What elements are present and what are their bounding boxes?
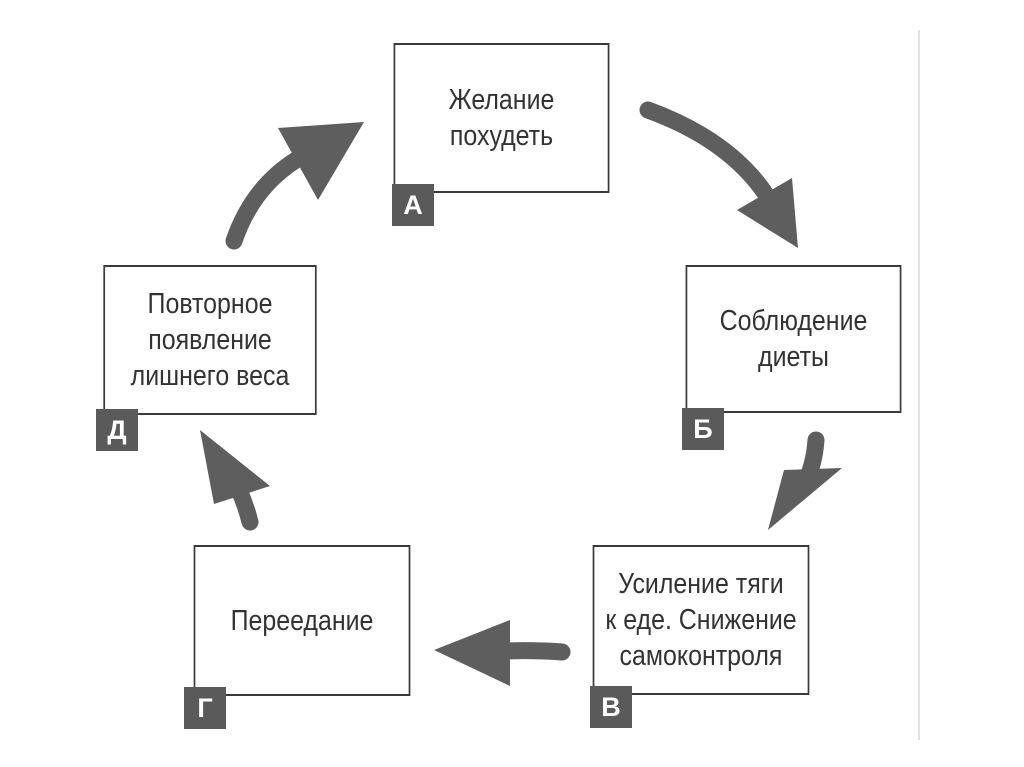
stage-v-label: Усиление тяги к еде. Снижение самоконтро… (605, 568, 797, 672)
stage-box-b: Соблюдение диеты (685, 265, 902, 413)
stage-a-label: Желание похудеть (448, 84, 555, 152)
stage-badge-d: Д (96, 409, 138, 451)
slide-edge-line (918, 30, 920, 740)
arrowhead-b-to-v (768, 468, 842, 530)
stage-badge-a: А (392, 184, 434, 226)
stage-badge-b: Б (682, 408, 724, 450)
arrowhead-a-to-b (737, 178, 798, 248)
stage-badge-g: Г (184, 687, 226, 729)
stage-box-g: Переедание (193, 545, 411, 696)
stage-box-a: Желание похудеть (393, 43, 610, 193)
stage-b-label: Соблюдение диеты (719, 305, 868, 373)
arrow-a-to-b (639, 101, 776, 205)
arrow-d-to-a (225, 151, 305, 250)
stage-d-label: Повторное появление лишнего веса (130, 288, 290, 392)
stage-badge-v: В (590, 686, 632, 728)
arrowhead-g-to-d (200, 430, 270, 504)
arrowhead-v-to-g (434, 620, 510, 686)
stage-g-label: Переедание (230, 604, 374, 637)
stage-box-v: Усиление тяги к еде. Снижение самоконтро… (592, 545, 810, 695)
arrowhead-d-to-a (278, 122, 364, 200)
stage-box-d: Повторное появление лишнего веса (103, 265, 317, 415)
